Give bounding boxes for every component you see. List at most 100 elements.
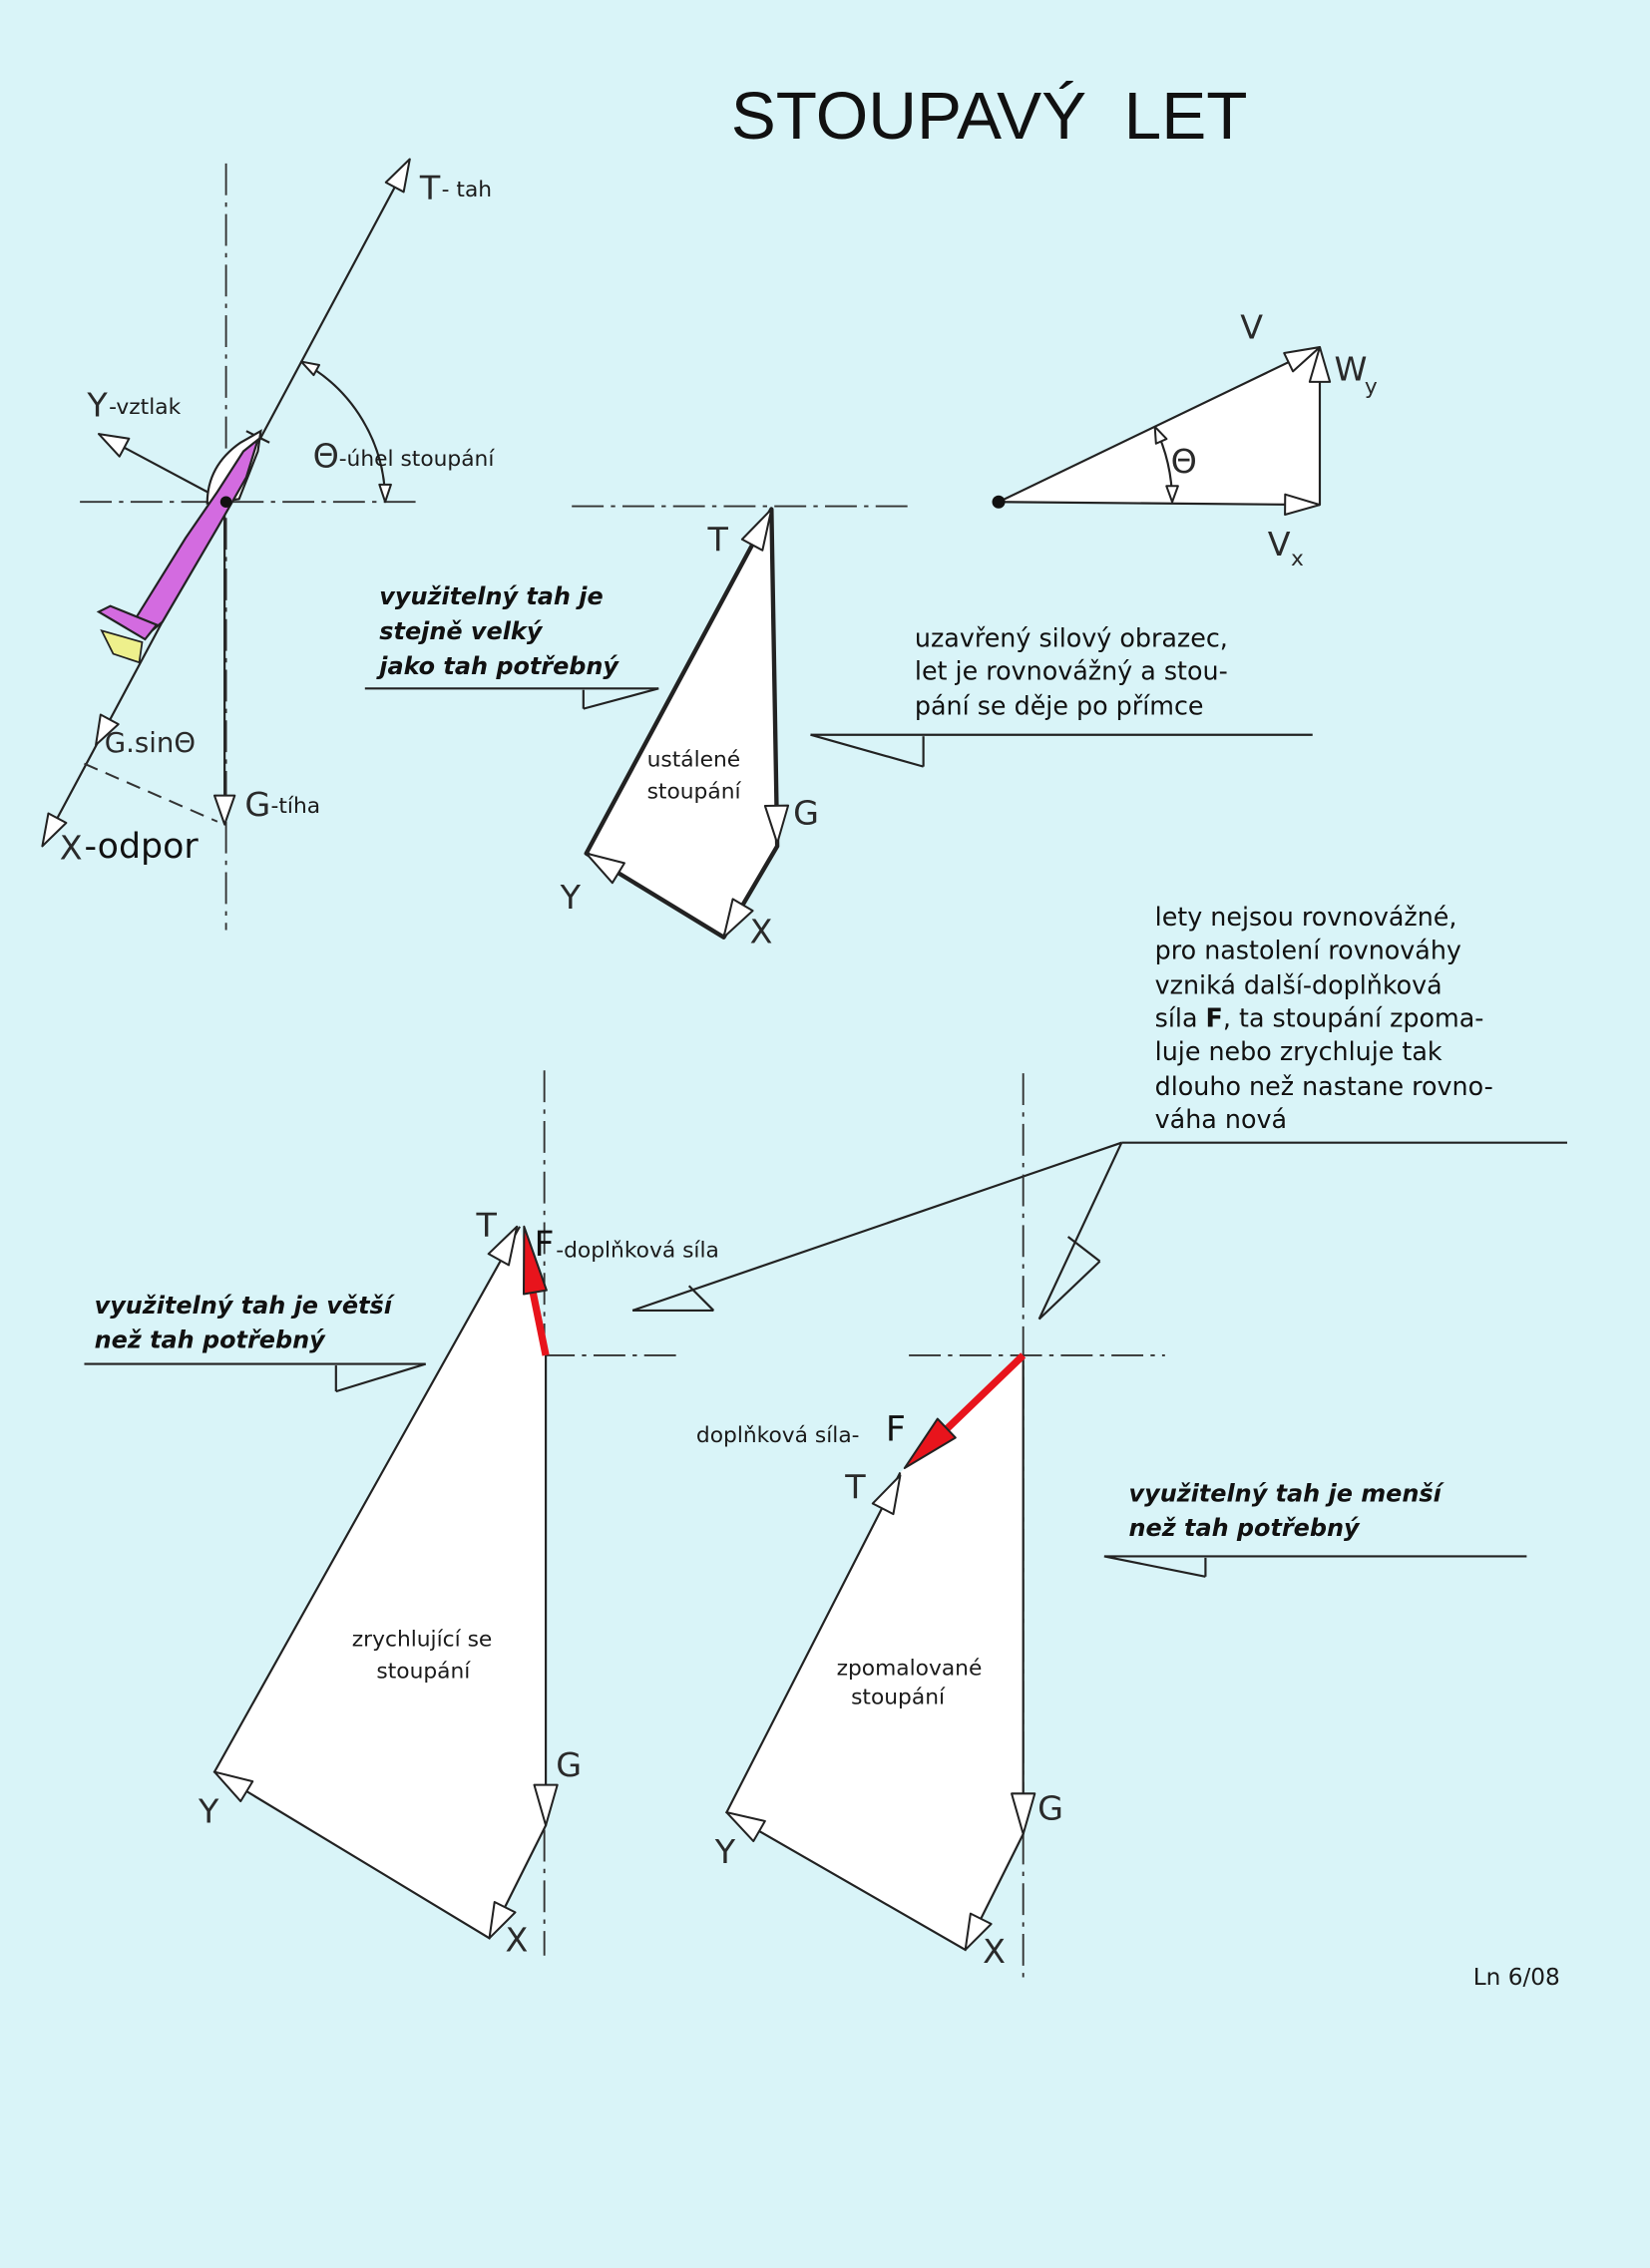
- accel-force-symbol: F: [534, 1225, 554, 1265]
- steady-caption-line-2: stoupání: [647, 780, 742, 805]
- accel-drag-arrowhead: [488, 1901, 517, 1940]
- steady-leader-flag-a: [583, 687, 659, 710]
- center-of-gravity-dot: [219, 496, 232, 509]
- climb-forces-diagram: T - tah Y -vztlak Θ -úhel stoupání G.sin…: [41, 159, 496, 931]
- unbalanced-line-3: vzniká další-doplňková: [1155, 969, 1443, 999]
- unbalanced-line-6: dlouho než nastane rovno-: [1155, 1071, 1493, 1101]
- accel-weight-arrowhead: [533, 1783, 559, 1827]
- steady-drag-label: X: [750, 913, 773, 951]
- accel-lift-arrowhead: [212, 1770, 254, 1803]
- unbalanced-line-2: pro nastolení rovnováhy: [1155, 936, 1461, 965]
- steady-note-leader: [364, 687, 659, 710]
- decel-leader-flag-a: [1103, 1555, 1206, 1578]
- climb-angle-arc: [300, 360, 387, 503]
- footer-label: Ln 6/08: [1473, 1964, 1560, 1991]
- closed-note-line-3: pání se děje po přímce: [915, 690, 1204, 720]
- steady-weight-arrowhead: [763, 804, 790, 845]
- velocity-vector-line: [998, 346, 1321, 504]
- accel-note-line-1: využitelný tah je větší: [95, 1292, 396, 1320]
- unbalanced-line-4: síla F, ta stoupání zpoma-: [1155, 1003, 1484, 1033]
- unbalanced-line-5: luje nebo zrychluje tak: [1155, 1036, 1443, 1066]
- unbalanced-line-1: lety nejsou rovnovážné,: [1155, 902, 1457, 932]
- weight-label: -tíha: [271, 794, 321, 819]
- accel-caption-line-1: zrychlující se: [352, 1627, 493, 1652]
- decel-force-symbol: F: [886, 1409, 906, 1449]
- decel-weight-label: G: [1037, 1788, 1063, 1827]
- unbalanced-line-7: váha nová: [1155, 1104, 1287, 1134]
- accel-force-polygon: [213, 1226, 547, 1939]
- force-symbol-bold: F: [1206, 1003, 1223, 1033]
- theta-arc-arrowhead-top: [1153, 425, 1168, 445]
- decel-force-arrowhead: [903, 1417, 957, 1470]
- theta-label: Θ: [1171, 442, 1197, 481]
- drag-symbol: X: [60, 828, 83, 867]
- weight-arrowhead: [212, 794, 236, 826]
- steady-thrust-arrowhead: [740, 508, 773, 552]
- decel-drag-arrowhead: [964, 1912, 993, 1951]
- steady-caption-line-1: ustálené: [647, 748, 741, 773]
- unbalanced-leader-right-flag-a: [1037, 1260, 1101, 1321]
- closed-polygon-note: uzavřený silový obrazec, let je rovnováž…: [810, 622, 1313, 768]
- weight-component-arrowhead: [95, 713, 120, 746]
- thrust-symbol: T: [419, 169, 441, 207]
- page-title: STOUPAVÝ LET: [731, 80, 1248, 154]
- origin-dot: [992, 495, 1006, 509]
- steady-drag-arrowhead: [722, 898, 754, 939]
- accel-thrust-label: T: [475, 1206, 497, 1245]
- drag-label: -odpor: [84, 827, 199, 867]
- unbalanced-line-4-end: , ta stoupání zpoma-: [1223, 1003, 1484, 1033]
- accel-note-line-2: než tah potřebný: [95, 1326, 326, 1354]
- airplane-tail-boom: [96, 604, 159, 641]
- horizontal-speed-label: V: [1268, 525, 1291, 564]
- accel-force-label: -doplňková síla: [556, 1238, 719, 1263]
- decel-thrust-label: T: [844, 1467, 866, 1506]
- closed-note-line-2: let je rovnovážný a stou-: [915, 656, 1228, 686]
- accel-leader-flag-a: [335, 1362, 427, 1393]
- decel-lift-arrowhead: [725, 1811, 766, 1843]
- steady-thrust-label: T: [707, 521, 729, 560]
- thrust-arrowhead: [384, 158, 411, 193]
- decel-caption-line-2: stoupání: [851, 1685, 946, 1709]
- velocity-label: V: [1240, 307, 1263, 346]
- decel-weight-arrowhead: [1011, 1792, 1036, 1835]
- drag-arrowhead: [41, 812, 68, 848]
- steady-climb-diagram: T G X Y ustálené stoupání využitelný tah…: [364, 505, 915, 951]
- steady-lift-arrowhead: [585, 852, 625, 885]
- unbalanced-leader-left-flag-b: [687, 1285, 715, 1312]
- accel-force-arrowhead: [522, 1225, 548, 1296]
- decel-thrust-arrowhead: [871, 1474, 902, 1516]
- angle-arc-arrowhead-bottom: [378, 483, 392, 504]
- accel-force-shaft: [528, 1284, 550, 1356]
- steady-weight-label: G: [793, 794, 819, 833]
- arrowheads: [41, 158, 1332, 1951]
- decel-force-shaft: [941, 1352, 1027, 1435]
- velocity-triangle-diagram: V W y Θ V x: [992, 307, 1378, 571]
- unbalanced-note: lety nejsou rovnovážné, pro nastolení ro…: [631, 902, 1567, 1321]
- decel-force-label: doplňková síla-: [696, 1423, 860, 1448]
- climb-rate-arrowhead: [1308, 346, 1332, 383]
- decel-lift-label: Y: [714, 1832, 736, 1871]
- decel-caption-line-1: zpomalované: [837, 1656, 983, 1681]
- closed-note-line-1: uzavřený silový obrazec,: [915, 622, 1228, 652]
- decel-drag-label: X: [983, 1932, 1006, 1971]
- steady-lift-label: Y: [560, 878, 582, 917]
- unbalanced-line-4-start: síla: [1155, 1003, 1206, 1033]
- closed-leader-flag-a: [810, 733, 924, 768]
- accel-thrust-arrowhead: [487, 1225, 519, 1267]
- decel-force-polygon: [726, 1354, 1024, 1950]
- accelerating-climb-diagram: T F -doplňková síla G X Y zrychlující se…: [84, 1070, 719, 1959]
- climb-rate-subscript: y: [1365, 374, 1378, 399]
- horizontal-speed-subscript: x: [1291, 547, 1304, 571]
- steady-note-line-3: jako tah potřebný: [375, 652, 619, 680]
- thrust-label: - tah: [442, 178, 492, 202]
- lift-arrowhead: [97, 433, 131, 458]
- decelerating-climb-diagram: doplňková síla- F T G X Y zpomalované st…: [696, 1073, 1527, 1982]
- decel-note-line-2: než tah potřebný: [1129, 1514, 1361, 1542]
- horizontal-speed-line: [999, 501, 1320, 507]
- velocity-arrowhead: [1283, 346, 1322, 373]
- projection-dashed-line: [84, 762, 218, 823]
- lift-symbol: Y: [86, 386, 108, 425]
- unbalanced-leader-left: [631, 1141, 1122, 1312]
- angle-label: -úhel stoupání: [339, 447, 496, 472]
